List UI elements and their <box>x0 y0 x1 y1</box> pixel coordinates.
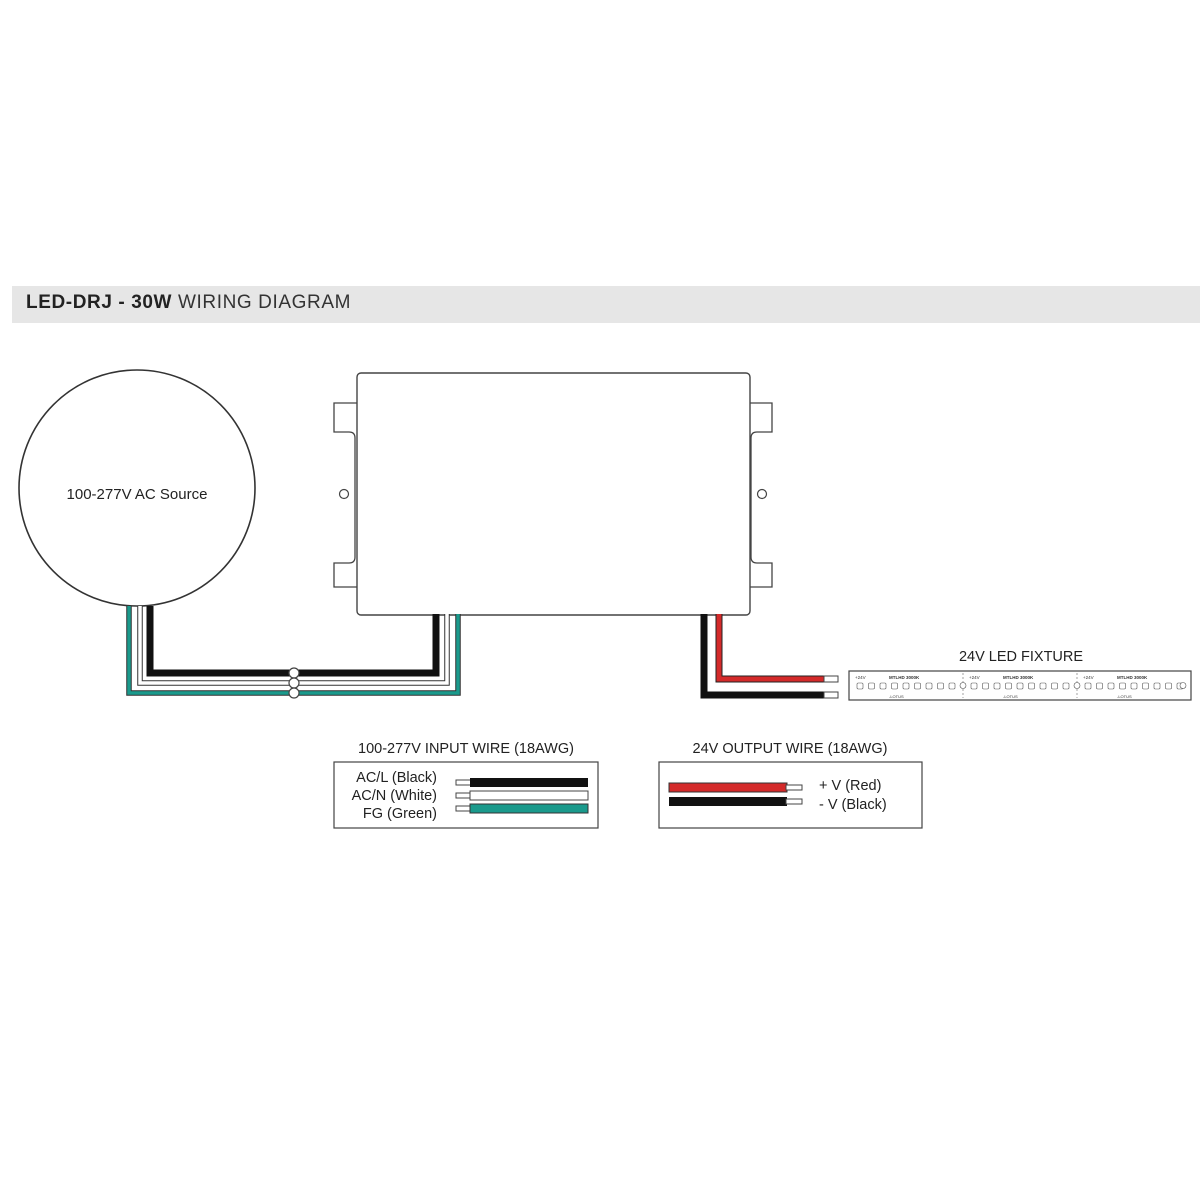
strip-led-chip <box>1142 682 1149 690</box>
strip-led-chip <box>948 682 956 690</box>
strip-led-chip <box>1039 682 1047 690</box>
strip-led-chip <box>1165 682 1172 690</box>
strip-end-pad <box>1179 682 1187 689</box>
strip-led-chip <box>1028 682 1035 690</box>
positive-wire-tip <box>823 675 839 683</box>
ac-source-label: 100-277V AC Source <box>67 486 208 503</box>
neutral-splice <box>288 677 300 689</box>
strip-cut-pad <box>1073 682 1081 689</box>
input-legend-wire-ground <box>469 803 589 814</box>
right-mount-hole <box>756 488 768 500</box>
input-legend-wire-neutral <box>469 790 589 801</box>
strip-details: +24V MTLHD 3000K -LOTUS +24V MTLHD 3000K -LOT… <box>855 673 1187 699</box>
strip-led-chip <box>1016 682 1024 690</box>
input-legend: 100-277V INPUT WIRE (18AWG) AC/L (Black)… <box>333 741 599 829</box>
input-legend-wire-line <box>470 778 588 787</box>
negative-output-wire <box>700 614 825 699</box>
output-legend-wire-negative <box>669 797 787 806</box>
positive-output-wire-outline <box>715 614 825 683</box>
strip-led-chip <box>914 682 921 690</box>
strip-led-chip <box>1051 682 1058 690</box>
strip-mark-model: MTLHD 3000K <box>1117 675 1148 680</box>
output-legend-label-negative: - V (Black) <box>819 797 887 813</box>
strip-led-chip <box>1153 682 1161 690</box>
strip-mark-voltage: +24V <box>1083 675 1094 680</box>
positive-output-wire <box>716 614 825 682</box>
strip-led-chip <box>925 682 933 690</box>
input-line-tip <box>455 779 473 786</box>
input-legend-label-ground: FG (Green) <box>363 806 437 822</box>
title-model: LED-DRJ - 30W <box>26 292 173 313</box>
line-splice <box>288 667 300 679</box>
driver-unit <box>333 372 773 616</box>
ac-source-circle <box>18 369 256 607</box>
right-flange <box>749 402 773 588</box>
strip-led-chip <box>1084 682 1092 690</box>
strip-led-chip <box>1062 682 1070 690</box>
strip-mark-brand: -LOTUS <box>1117 694 1132 699</box>
input-legend-label-neutral: AC/N (White) <box>352 788 437 804</box>
strip-led-chip <box>902 682 910 690</box>
input-wiring <box>126 606 461 699</box>
strip-led-chip <box>868 682 875 690</box>
strip-led-chip <box>982 682 989 690</box>
strip-mark-voltage: +24V <box>855 675 866 680</box>
input-legend-title: 100-277V INPUT WIRE (18AWG) <box>358 741 574 757</box>
strip-led-chip <box>1107 682 1115 690</box>
negative-wire-tip <box>823 691 839 699</box>
ground-splice <box>288 687 300 699</box>
output-legend-box <box>658 761 923 829</box>
title-bar: LED-DRJ - 30W WIRING DIAGRAM <box>12 286 1200 323</box>
strip-mark-brand: -LOTUS <box>1003 694 1018 699</box>
strip-led-chip <box>879 682 887 690</box>
strip-led-chip <box>856 682 864 690</box>
left-flange <box>333 402 357 588</box>
left-mount-hole <box>338 488 350 500</box>
strip-mark-model: MTLHD 3000K <box>1003 675 1034 680</box>
output-negative-tip <box>785 798 803 805</box>
ac-source: 100-277V AC Source <box>18 369 256 607</box>
output-positive-tip <box>785 784 803 791</box>
line-wire <box>146 606 440 677</box>
input-legend-label-line: AC/L (Black) <box>356 770 437 786</box>
page-title: LED-DRJ - 30W WIRING DIAGRAM <box>26 292 351 314</box>
output-legend-label-positive: + V (Red) <box>819 778 881 794</box>
strip-led-chip <box>993 682 1001 690</box>
strip-mark-voltage: +24V <box>969 675 980 680</box>
strip-led-chip <box>1130 682 1138 690</box>
output-legend-wire-positive <box>668 782 788 793</box>
strip-led-chip <box>970 682 978 690</box>
strip-cut-pad <box>959 682 967 689</box>
strip-led-chip <box>937 682 944 690</box>
strip-led-chip <box>891 682 898 690</box>
output-legend-title: 24V OUTPUT WIRE (18AWG) <box>693 741 888 757</box>
title-suffix: WIRING DIAGRAM <box>177 292 352 313</box>
fixture-label: 24V LED FIXTURE <box>959 649 1083 665</box>
output-wiring <box>700 614 839 699</box>
strip-mark-model: MTLHD 3000K <box>889 675 920 680</box>
strip-mark-brand: -LOTUS <box>889 694 904 699</box>
output-legend: 24V OUTPUT WIRE (18AWG) + V (Red) - V (B… <box>658 741 923 829</box>
strip-led-chip <box>1096 682 1103 690</box>
strip-led-chip <box>1005 682 1012 690</box>
driver-box <box>356 372 751 616</box>
strip-led-chip <box>1119 682 1126 690</box>
